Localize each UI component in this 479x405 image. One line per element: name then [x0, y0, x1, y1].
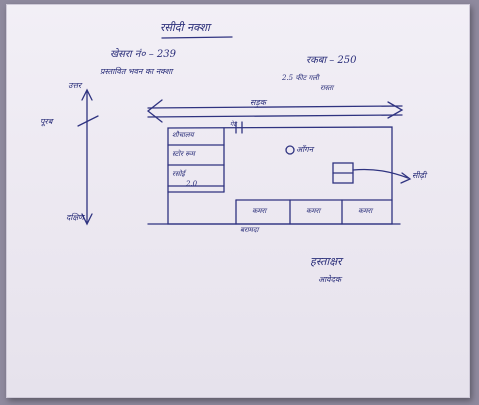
compass-mark: पूरब — [40, 117, 53, 126]
north-label: उत्तर — [68, 81, 82, 90]
gate-label: गेट — [230, 121, 237, 128]
document-heading: रसीदी नक्शा — [160, 21, 210, 34]
bottom-room-1: कमरा — [252, 207, 267, 215]
side-label: सीढ़ी — [412, 171, 427, 180]
side-arrow-head — [400, 172, 412, 184]
heading-underline — [161, 36, 233, 39]
room-label-4: 2.0 — [186, 180, 198, 188]
subline-right: 2.5 फीट गली — [282, 74, 319, 82]
center-symbol — [285, 145, 295, 155]
bottom-room-3: कमरा — [358, 207, 373, 215]
area-value: रकबा – 250 — [306, 55, 357, 66]
bottom-label: बरामदा — [240, 226, 259, 234]
gate-mark — [235, 121, 243, 134]
road-label: सड़क — [250, 98, 266, 107]
subline-right-2: रास्ता — [320, 84, 334, 92]
road-arrow-left — [146, 99, 163, 123]
signature: हस्ताक्षर — [310, 255, 342, 268]
compass-tick — [77, 115, 99, 127]
compass-arrow-bottom — [81, 213, 93, 226]
paper-sheet — [6, 4, 470, 398]
plot-number: खेसरा नं० – 239 — [110, 49, 176, 60]
road-arrow — [387, 101, 404, 119]
room-label-3: रसोई — [172, 170, 185, 178]
bottom-rooms-walls — [235, 199, 343, 225]
compass-arrow-top — [81, 88, 93, 101]
bottom-room-2: कमरा — [306, 207, 321, 215]
road-line-top — [147, 105, 403, 109]
center-label: आँगन — [296, 145, 314, 154]
road-line-bottom — [147, 114, 403, 118]
south-label: दक्षिण — [66, 213, 84, 222]
room-label-1: शौचालय — [172, 131, 194, 139]
room-label-2: स्टोर रूम — [172, 150, 195, 158]
subline-left: प्रस्तावित भवन का नक्शा — [100, 67, 173, 76]
signature-sub: आवेदक — [318, 275, 342, 284]
side-arrow-line — [352, 168, 409, 179]
